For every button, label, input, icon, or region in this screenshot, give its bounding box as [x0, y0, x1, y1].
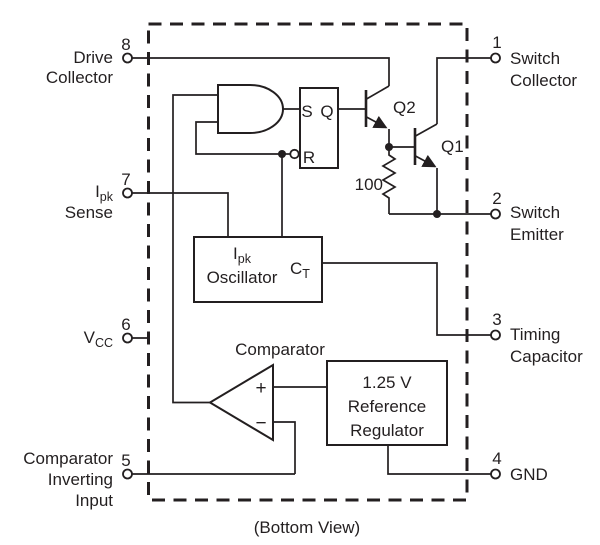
pin6-label-sub: CC — [95, 336, 113, 350]
q1-collector — [415, 123, 438, 137]
reference-line3: Regulator — [350, 421, 424, 440]
wire-switch-collector — [436, 57, 491, 124]
wire-timing-capacitor — [322, 262, 491, 336]
sr-latch: S Q R — [289, 87, 339, 169]
comparator: Comparator + − — [208, 340, 325, 442]
junction-dot-q1base — [385, 143, 393, 151]
q1-emitter-arrow-icon — [415, 154, 437, 168]
pin8-terminal — [122, 52, 133, 64]
wire-gnd — [387, 445, 491, 475]
wire-drive-collector — [132, 57, 390, 86]
pin8-label-line1: Drive — [73, 48, 113, 67]
pin4-label-line1: GND — [510, 465, 548, 484]
comparator-minus-label: − — [255, 413, 266, 434]
pin7-label-line2: Sense — [65, 203, 113, 222]
pin1-number: 1 — [492, 33, 501, 52]
pin5-label-line2: Inverting — [48, 470, 113, 489]
pin6-number: 6 — [121, 315, 130, 334]
pin3-label-line1: Timing — [510, 325, 560, 344]
ct-sub: T — [302, 267, 310, 281]
latch-s-label: S — [301, 102, 312, 121]
oscillator-ipk-sub: pk — [238, 252, 252, 266]
pin5-label-line3: Input — [75, 491, 113, 510]
wire-minus-input — [273, 421, 296, 474]
pin8-label-line2: Collector — [46, 68, 113, 87]
pin6-label-main: V — [84, 328, 96, 347]
oscillator-box — [193, 236, 323, 303]
sr-latch-box — [299, 87, 339, 169]
q2-emitter-arrow-icon — [366, 115, 388, 129]
pin1-label-line2: Collector — [510, 71, 577, 90]
pin5-number: 5 — [121, 451, 130, 470]
pin5-label-line1: Comparator — [23, 449, 113, 468]
junction-dot-emitter — [433, 210, 441, 218]
reference-line1: 1.25 V — [362, 373, 412, 392]
oscillator-label: Oscillator — [207, 268, 278, 287]
pin-terminals — [122, 52, 501, 480]
latch-q-label: Q — [320, 102, 333, 121]
transistor-q1: Q1 — [413, 123, 464, 168]
pin-labels: Drive Collector Ipk Sense VCC Comparator… — [23, 48, 583, 510]
resistor-100: 100 — [355, 147, 397, 214]
pin7-label-line1: Ipk — [95, 182, 114, 204]
pin4-terminal — [490, 468, 501, 480]
pin2-number: 2 — [492, 189, 501, 208]
pin2-label-line2: Emitter — [510, 225, 564, 244]
ct-main: C — [290, 259, 302, 278]
latch-r-label: R — [303, 148, 315, 167]
wire-ipk-sense — [132, 192, 229, 237]
pin5-terminal — [122, 468, 133, 480]
reference-line2: Reference — [348, 397, 426, 416]
oscillator-block: Ipk Oscillator CT — [193, 236, 323, 303]
resistor-zigzag-icon — [381, 147, 397, 214]
pin6-label: VCC — [84, 328, 113, 350]
pin3-terminal — [490, 329, 501, 341]
pin3-number: 3 — [492, 310, 501, 329]
wire-comparator-to-and — [172, 94, 218, 404]
ic-boundary — [147, 22, 469, 502]
r-input-bubble-icon — [289, 148, 300, 160]
pin1-label-line1: Switch — [510, 49, 560, 68]
pin7-terminal — [122, 187, 133, 199]
q2-collector — [366, 85, 390, 100]
pin7-label-sub: pk — [100, 190, 114, 204]
pin6-terminal — [122, 332, 133, 344]
pin2-terminal — [490, 208, 501, 220]
comparator-triangle — [208, 363, 274, 442]
q2-label: Q2 — [393, 98, 416, 117]
transistor-q2: Q2 — [364, 85, 416, 129]
wires — [132, 57, 491, 475]
pin1-terminal — [490, 52, 501, 64]
oscillator-ipk-label: Ipk — [233, 244, 252, 266]
resistor-value-label: 100 — [355, 175, 383, 194]
oscillator-ct-label: CT — [290, 259, 310, 281]
pin-numbers: 8 7 6 5 1 2 3 4 — [121, 33, 501, 470]
pin8-number: 8 — [121, 35, 130, 54]
and-gate — [217, 84, 284, 134]
pin3-label-line2: Capacitor — [510, 347, 583, 366]
comparator-label: Comparator — [235, 340, 325, 359]
q1-label: Q1 — [441, 137, 464, 156]
pin4-number: 4 — [492, 449, 501, 468]
junction-dot-reset — [278, 150, 286, 158]
oscillator-ipk-main: I — [233, 244, 238, 263]
pin7-label-main: I — [95, 182, 100, 201]
caption: (Bottom View) — [254, 518, 360, 537]
wire-oscillator-to-and — [195, 121, 282, 155]
pin2-label-line1: Switch — [510, 203, 560, 222]
reference-regulator-box — [326, 360, 448, 446]
reference-regulator-block: 1.25 V Reference Regulator — [326, 360, 448, 446]
pin7-number: 7 — [121, 170, 130, 189]
comparator-plus-label: + — [255, 378, 266, 399]
